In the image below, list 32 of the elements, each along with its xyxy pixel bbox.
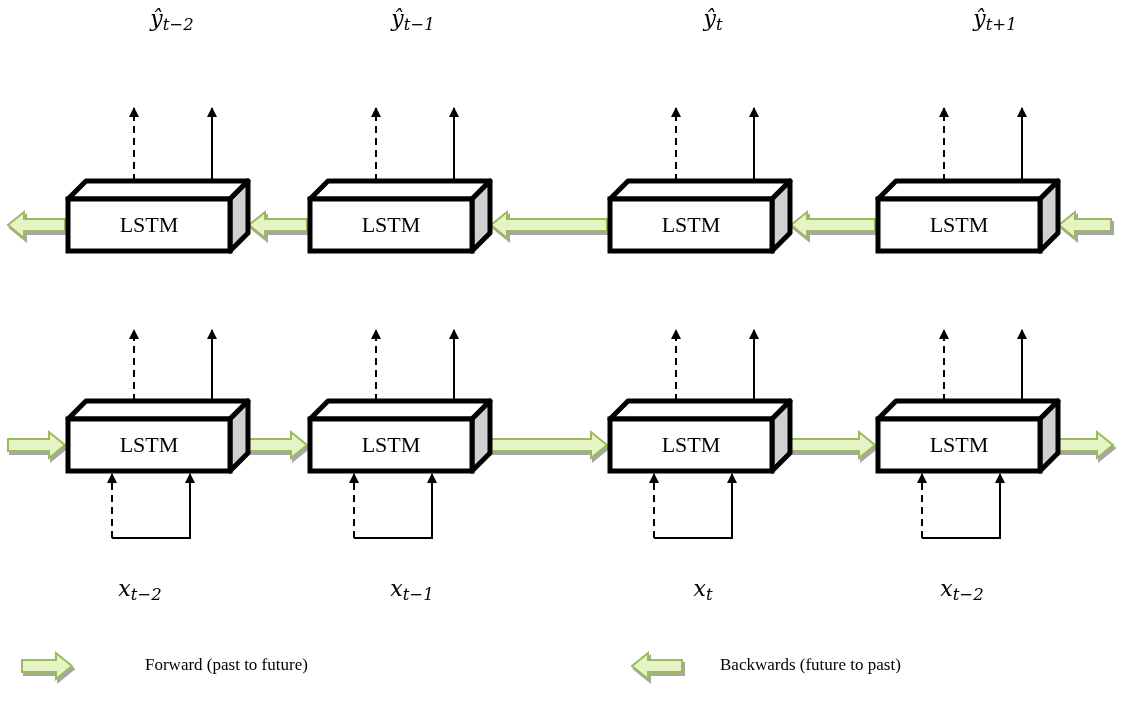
input-label: x$_{t}$ bbox=[693, 575, 713, 605]
block-label: LSTM bbox=[119, 434, 179, 456]
arrow bbox=[349, 473, 359, 539]
output-label: ŷ$_{t+1}$ bbox=[973, 5, 1017, 35]
legend-label: Backwards (future to past) bbox=[720, 654, 901, 676]
arrow bbox=[649, 473, 659, 539]
input-label: x$_{t−2}$ bbox=[118, 575, 162, 605]
output-label: ŷ$_{t}$ bbox=[703, 5, 723, 35]
arrow bbox=[111, 473, 195, 539]
block-arrow bbox=[7, 429, 67, 461]
input-label: x$_{t−2}$ bbox=[940, 575, 984, 605]
arrow bbox=[921, 473, 1005, 539]
arrow bbox=[107, 473, 117, 539]
legend-label: Forward (past to future) bbox=[145, 654, 308, 676]
block-arrow bbox=[1058, 429, 1115, 461]
block-label: LSTM bbox=[119, 214, 179, 236]
arrow bbox=[917, 473, 927, 539]
block-arrow bbox=[248, 429, 309, 461]
block-arrow bbox=[790, 429, 877, 461]
output-label: ŷ$_{t−2}$ bbox=[150, 5, 194, 35]
block-label: LSTM bbox=[661, 434, 721, 456]
block-label: LSTM bbox=[929, 434, 989, 456]
block-label: LSTM bbox=[661, 214, 721, 236]
arrow bbox=[353, 473, 437, 539]
block-label: LSTM bbox=[361, 434, 421, 456]
block-label: LSTM bbox=[361, 214, 421, 236]
output-label: ŷ$_{t−1}$ bbox=[391, 5, 435, 35]
block-arrow bbox=[6, 209, 66, 241]
block-label: LSTM bbox=[929, 214, 989, 236]
block-arrow bbox=[490, 429, 609, 461]
input-label: x$_{t−1}$ bbox=[390, 575, 434, 605]
arrow bbox=[653, 473, 737, 539]
